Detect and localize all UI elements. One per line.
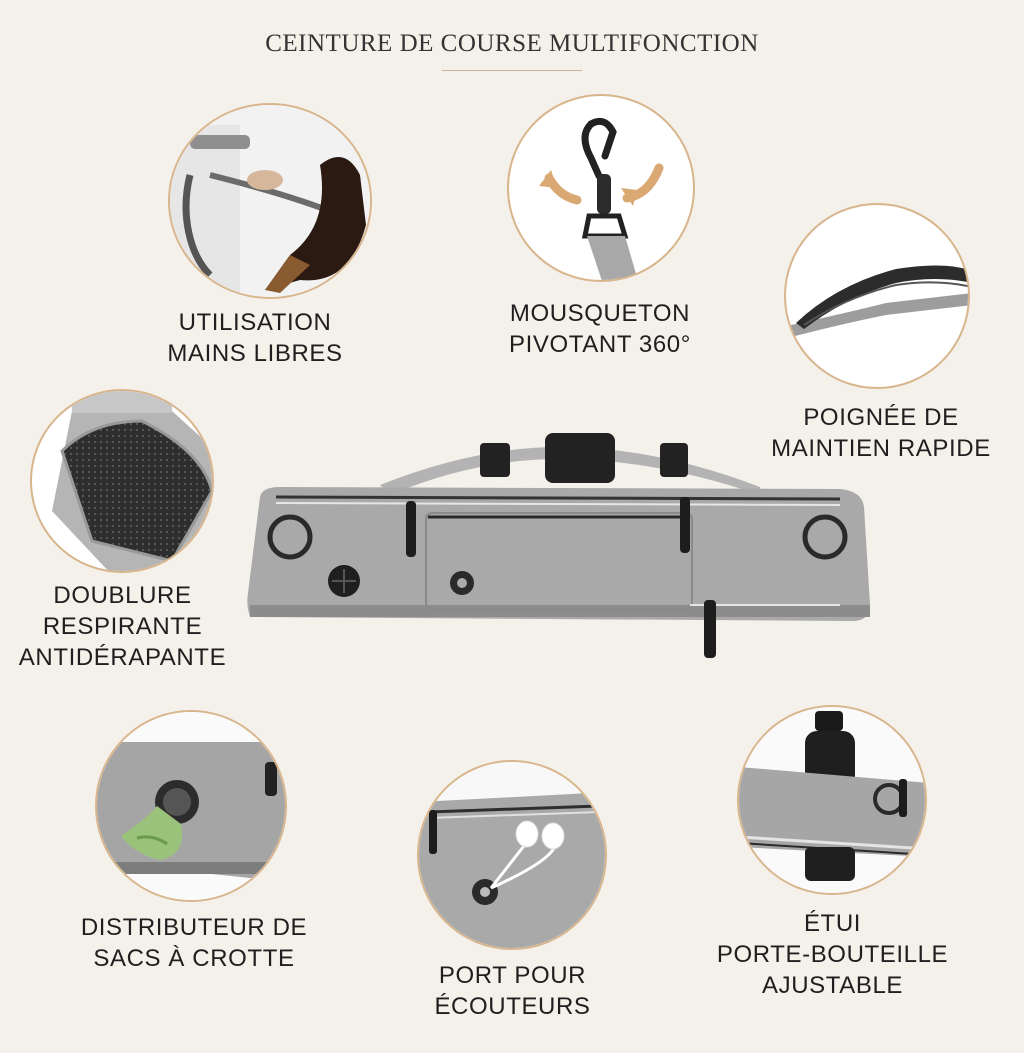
earphone-port-photo-icon [417,760,607,950]
feature-label-carabiner: MOUSQUETON PIVOTANT 360° [509,300,691,358]
feature-label-earphone: PORT POUR ÉCOUTEURS [434,962,591,1020]
feature-label-handle: POIGNÉE DE MAINTIEN RAPIDE [771,404,991,462]
running-belt-photo-icon [247,433,871,658]
bottle-holder-photo-icon [737,705,927,895]
mesh-lining-photo-icon [30,389,214,573]
page-title: CEINTURE DE COURSE MULTIFONCTION [265,30,759,57]
feature-label-lining: DOUBLURE RESPIRANTE ANTIDÉRAPANTE [18,582,227,671]
handle-photo-icon [784,203,970,389]
title-divider [442,70,582,71]
swivel-carabiner-photo-icon [507,94,695,282]
dog-leash-photo-icon [168,103,372,299]
feature-label-bottle: ÉTUI PORTE-BOUTEILLE AJUSTABLE [716,910,949,999]
feature-label-hands-free: UTILISATION MAINS LIBRES [167,309,343,367]
feature-label-dispenser: DISTRIBUTEUR DE SACS À CROTTE [80,914,308,972]
bag-dispenser-photo-icon [95,710,287,902]
